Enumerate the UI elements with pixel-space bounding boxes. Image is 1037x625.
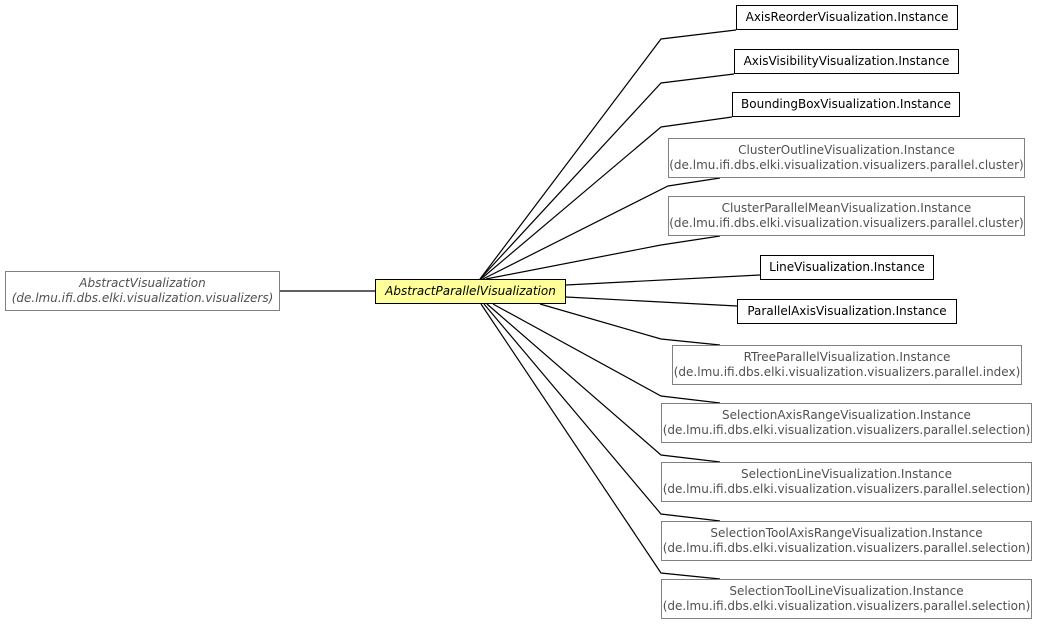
node-package: (de.lmu.ifi.dbs.elki.visualization.visua… <box>669 158 1024 172</box>
inheritance-edge-child-4 <box>485 235 721 280</box>
node-name: SelectionLineVisualization.Instance <box>741 467 952 481</box>
inheritance-edge-child-3 <box>482 177 721 280</box>
inheritance-edge-child-6 <box>565 296 738 307</box>
node-selection-tool-axis-range-visualization-instance[interactable]: SelectionToolAxisRangeVisualization.Inst… <box>661 521 1032 561</box>
inheritance-edge-child-11 <box>480 303 721 580</box>
node-parallel-axis-visualization-instance[interactable]: ParallelAxisVisualization.Instance <box>737 299 957 324</box>
node-rtree-parallel-visualization-instance[interactable]: RTreeParallelVisualization.Instance (de.… <box>672 345 1022 385</box>
node-selection-line-visualization-instance[interactable]: SelectionLineVisualization.Instance (de.… <box>661 462 1032 502</box>
node-package: (de.lmu.ifi.dbs.elki.visualization.visua… <box>669 216 1024 230</box>
inheritance-edge-child-1 <box>479 73 735 280</box>
node-axis-reorder-visualization-instance[interactable]: AxisReorderVisualization.Instance <box>736 5 958 30</box>
inheritance-edge-child-8 <box>492 303 721 404</box>
node-package: (de.lmu.ifi.dbs.elki.visualization.visua… <box>662 423 1031 437</box>
inheritance-edge-child-5 <box>565 274 761 286</box>
node-package: (de.lmu.ifi.dbs.elki.visualization.visua… <box>11 291 274 305</box>
node-cluster-outline-visualization-instance[interactable]: ClusterOutlineVisualization.Instance (de… <box>668 138 1025 178</box>
node-bounding-box-visualization-instance[interactable]: BoundingBoxVisualization.Instance <box>732 92 960 117</box>
node-name: SelectionToolLineVisualization.Instance <box>729 584 964 598</box>
node-name: AxisReorderVisualization.Instance <box>745 10 949 24</box>
node-name: AbstractVisualization <box>79 276 206 290</box>
node-axis-visibility-visualization-instance[interactable]: AxisVisibilityVisualization.Instance <box>734 49 959 74</box>
inheritance-edge-child-0 <box>479 29 737 280</box>
node-name: ClusterParallelMeanVisualization.Instanc… <box>721 201 972 215</box>
node-selection-axis-range-visualization-instance[interactable]: SelectionAxisRangeVisualization.Instance… <box>661 403 1032 443</box>
inheritance-edge-child-9 <box>486 303 721 463</box>
node-package: (de.lmu.ifi.dbs.elki.visualization.visua… <box>662 541 1031 555</box>
inheritance-edge-child-10 <box>483 303 721 522</box>
node-package: (de.lmu.ifi.dbs.elki.visualization.visua… <box>662 482 1031 496</box>
node-name: SelectionAxisRangeVisualization.Instance <box>722 408 971 422</box>
node-package: (de.lmu.ifi.dbs.elki.visualization.visua… <box>673 365 1021 379</box>
node-package: (de.lmu.ifi.dbs.elki.visualization.visua… <box>662 599 1031 613</box>
node-name: AxisVisibilityVisualization.Instance <box>743 54 950 68</box>
node-name: BoundingBoxVisualization.Instance <box>741 97 951 111</box>
node-name: LineVisualization.Instance <box>769 260 925 274</box>
node-name: ClusterOutlineVisualization.Instance <box>738 143 955 157</box>
node-abstract-visualization[interactable]: AbstractVisualization (de.lmu.ifi.dbs.el… <box>5 271 280 311</box>
node-name: RTreeParallelVisualization.Instance <box>743 350 951 364</box>
node-name: AbstractParallelVisualization <box>385 284 556 298</box>
node-name: ParallelAxisVisualization.Instance <box>747 304 947 318</box>
node-line-visualization-instance[interactable]: LineVisualization.Instance <box>760 255 934 280</box>
inheritance-edge-child-2 <box>480 116 733 280</box>
node-name: SelectionToolAxisRangeVisualization.Inst… <box>710 526 983 540</box>
node-cluster-parallel-mean-visualization-instance[interactable]: ClusterParallelMeanVisualization.Instanc… <box>668 196 1025 236</box>
node-selection-tool-line-visualization-instance[interactable]: SelectionToolLineVisualization.Instance … <box>661 579 1032 619</box>
inheritance-edge-child-7 <box>539 303 721 346</box>
node-abstract-parallel-visualization[interactable]: AbstractParallelVisualization <box>375 279 566 304</box>
